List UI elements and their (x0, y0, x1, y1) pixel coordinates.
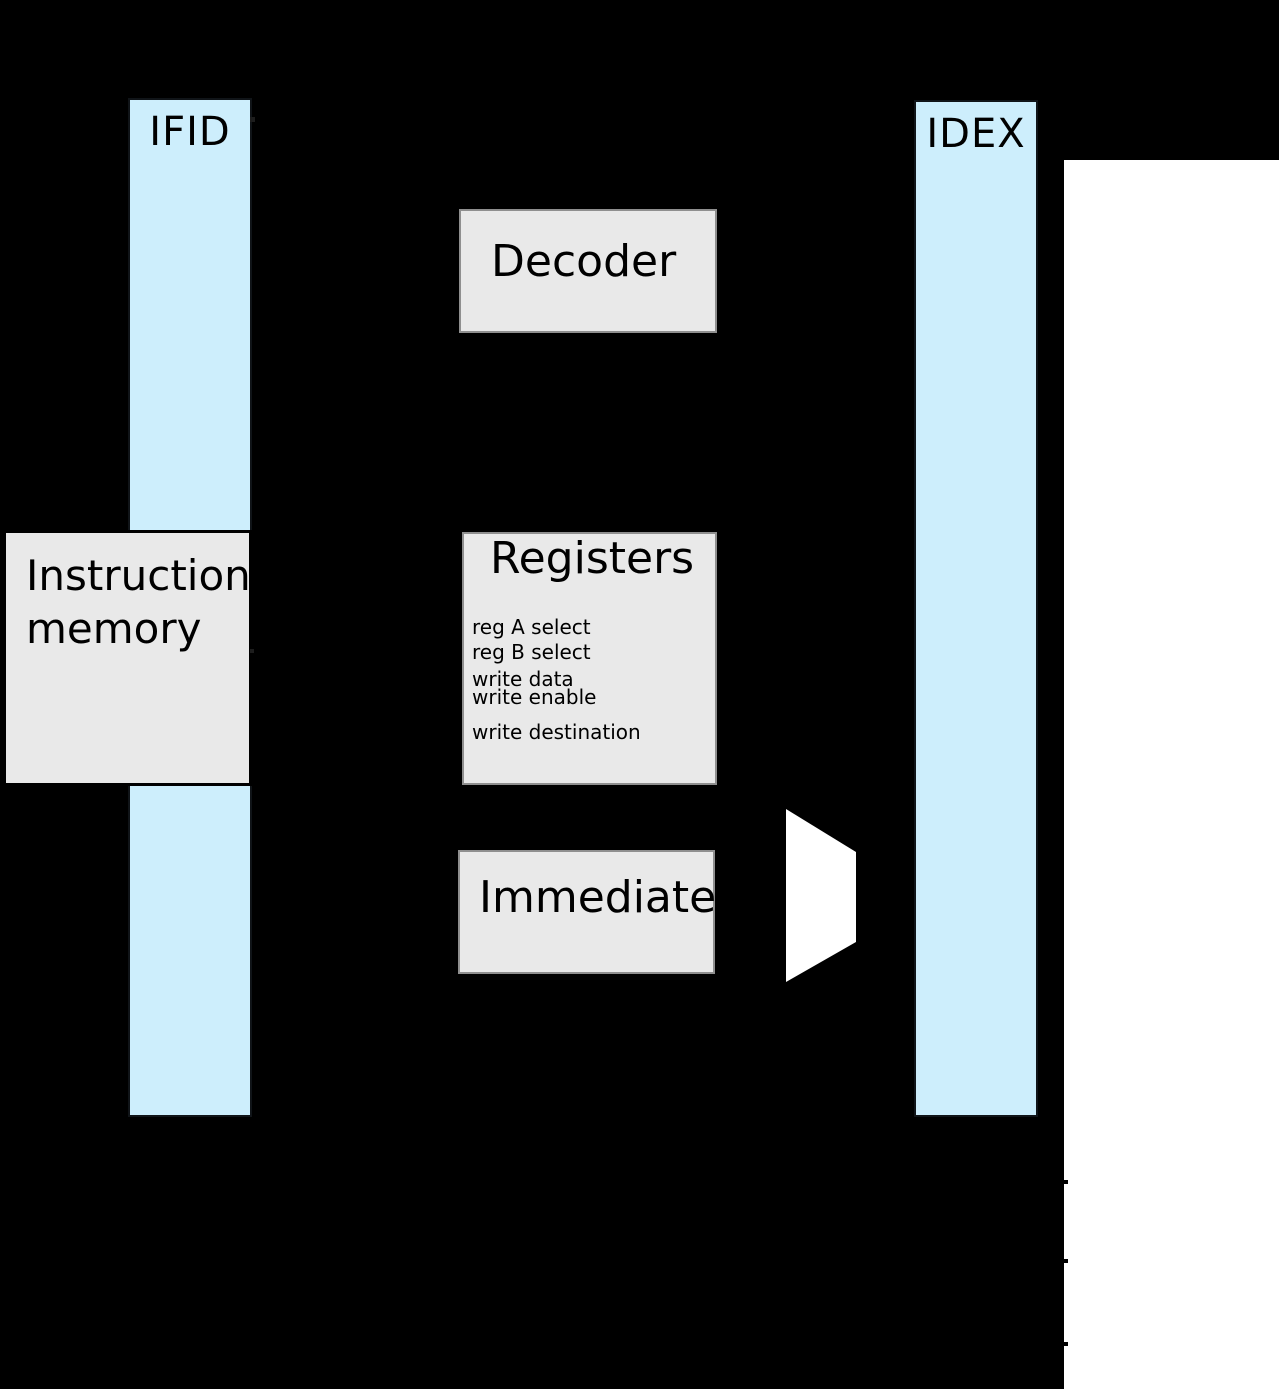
registers-port-write-data: write data (472, 667, 574, 691)
immediate-label: Immediate (479, 872, 717, 923)
pipeline-register-idex: IDEX (914, 100, 1038, 1117)
registers-block: Registers reg A select reg B select writ… (462, 532, 717, 785)
wire-stub (1061, 1180, 1068, 1184)
instruction-memory-label-line2: memory (26, 604, 202, 653)
immediate-block: Immediate (458, 850, 717, 974)
mux-shape (786, 809, 856, 982)
decoder-label: Decoder (491, 236, 677, 287)
registers-port-reg-a-select: reg A select (472, 615, 591, 639)
instruction-memory-label-line1: Instruction (26, 551, 251, 600)
mux-trapezoid-icon (786, 809, 856, 982)
wire-stub (250, 117, 255, 122)
registers-title: Registers (490, 533, 695, 584)
registers-port-write-destination: write destination (472, 720, 641, 744)
instruction-memory-block: Instruction memory (3, 530, 252, 786)
idex-label: IDEX (926, 111, 1026, 157)
canvas-white-region (1064, 160, 1279, 1389)
wire-stub (1061, 1259, 1068, 1263)
registers-port-write-enable: write enable (472, 685, 597, 709)
wire-stub (250, 649, 254, 653)
wire-stub (1061, 1342, 1068, 1346)
decoder-block: Decoder (459, 209, 717, 333)
instruction-memory-label: Instruction memory (26, 549, 251, 655)
registers-port-reg-b-select: reg B select (472, 640, 591, 664)
ifid-label: IFID (149, 109, 231, 155)
